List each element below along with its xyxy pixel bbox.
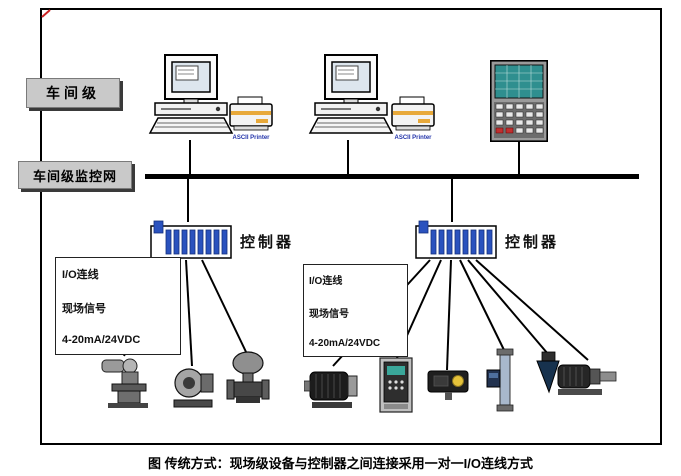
workshop-level-label: 车间级: [26, 78, 120, 108]
io-info-box-left: I/O连线 现场信号 4-20mA/24VDC: [55, 257, 181, 355]
io-left-line3: 4-20mA/24VDC: [62, 334, 141, 346]
io-left-line2: 现场信号: [62, 303, 106, 315]
workstation-2-computer-icon: [308, 54, 394, 140]
hmi-panel-icon: [490, 60, 549, 143]
monitoring-network-text: 车间级监控网: [32, 168, 117, 184]
gear-motor-icon: [556, 356, 620, 400]
motorized-valve-icon: [100, 352, 152, 410]
network-bus: [145, 174, 639, 179]
flow-meter-icon: [486, 348, 524, 414]
level-sensor-icon: [534, 350, 562, 396]
workstation-2-printer-icon: [390, 96, 436, 134]
workstation-1-printer-icon: [228, 96, 274, 134]
transmitter-icon: [426, 366, 470, 402]
workstation-1-computer-icon: [148, 54, 234, 140]
control-valve-icon: [226, 350, 270, 410]
io-info-box-right: I/O连线 现场信号 4-20mA/24VDC: [303, 264, 408, 357]
controller-left-rack-icon: [150, 220, 232, 264]
monitoring-network-label: 车间级监控网: [18, 161, 132, 189]
controller-right-rack-icon: [415, 220, 497, 264]
printer-1-label: ASCII Printer: [232, 135, 270, 141]
vfd-drive-icon: [378, 356, 414, 414]
pump-icon: [170, 362, 216, 412]
servo-motor-icon: [303, 362, 362, 414]
io-right-line2: 现场信号: [309, 309, 349, 320]
controller-right-label: 控制器: [505, 234, 560, 251]
io-left-line1: I/O连线: [62, 269, 99, 281]
corner-mark: [41, 9, 51, 18]
figure-caption: 图 传统方式：现场级设备与控制器之间连接采用一对一I/O连线方式: [148, 456, 533, 471]
workshop-level-text: 车间级: [46, 85, 100, 101]
controller-left-label: 控制器: [240, 234, 295, 251]
io-right-line3: 4-20mA/24VDC: [309, 338, 381, 349]
printer-2-label: ASCII Printer: [394, 135, 432, 141]
io-right-line1: I/O连线: [309, 276, 343, 287]
